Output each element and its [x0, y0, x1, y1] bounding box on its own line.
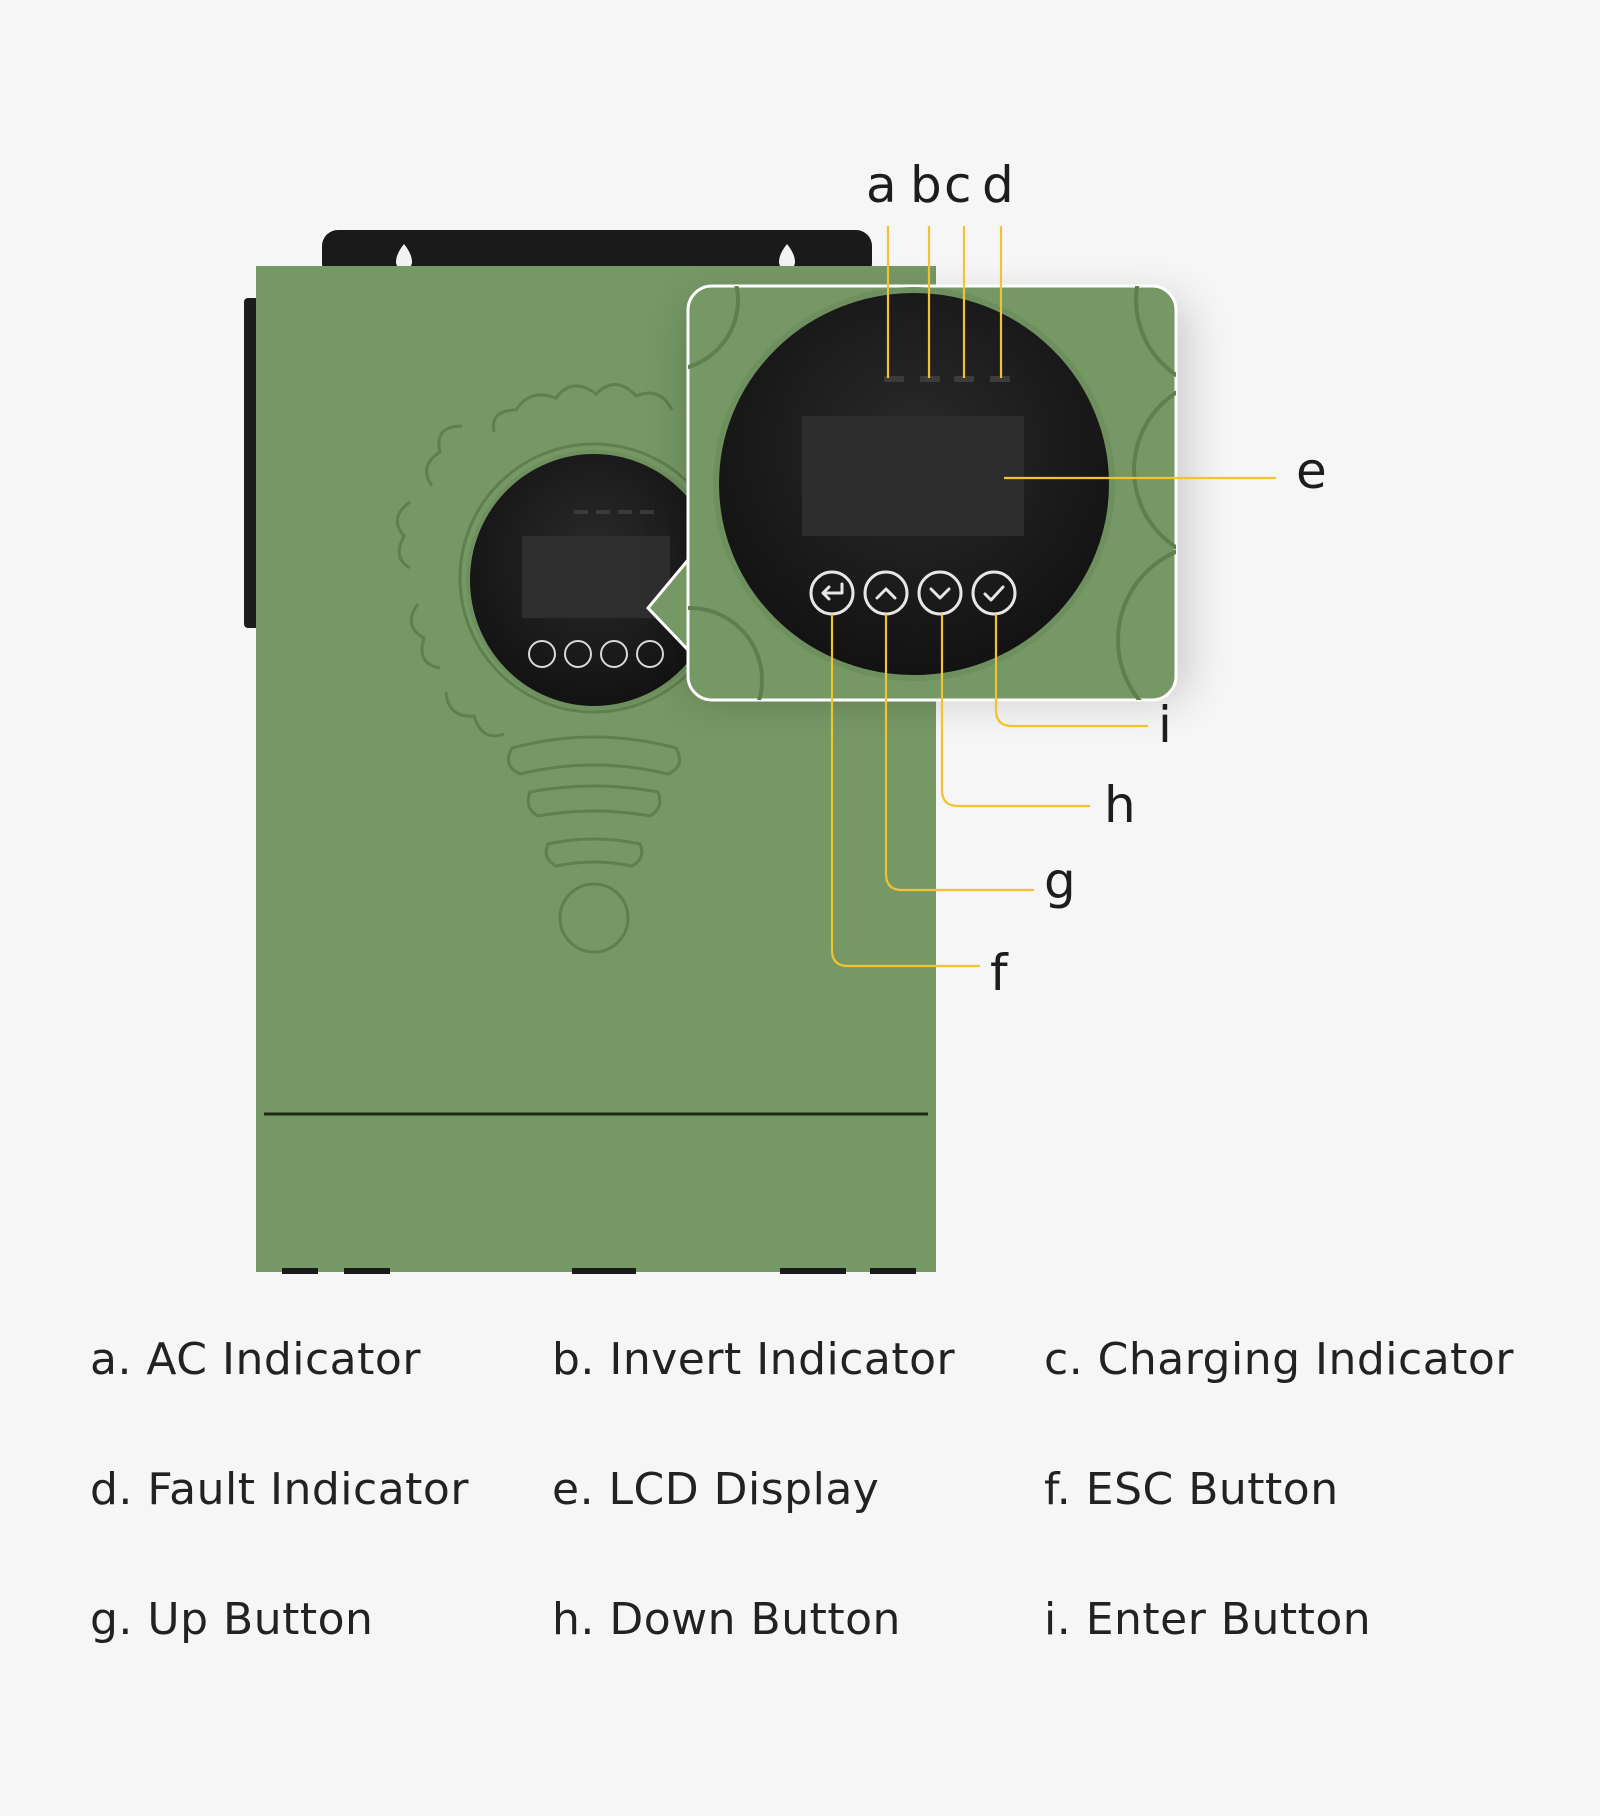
- mounting-hole-left: [396, 244, 412, 270]
- leader-g: [884, 614, 1034, 892]
- callout-c: c: [944, 156, 972, 214]
- indicator-led-charging: [954, 376, 974, 382]
- callout-f: f: [990, 944, 1009, 1002]
- legend-item-charging-indicator: c. Charging Indicator: [1044, 1334, 1514, 1385]
- indicator-led-invert: [920, 376, 940, 382]
- legend-item-invert-indicator: b. Invert Indicator: [552, 1334, 956, 1385]
- enter-button[interactable]: [971, 570, 1017, 616]
- legend-item-up-button: g. Up Button: [90, 1594, 374, 1645]
- foot: [572, 1268, 636, 1274]
- legend-item-esc-button: f. ESC Button: [1044, 1464, 1339, 1515]
- legend-item-lcd-display: e. LCD Display: [552, 1464, 880, 1515]
- callout-i: i: [1158, 696, 1172, 754]
- callout-d: d: [982, 156, 1014, 214]
- foot: [344, 1268, 390, 1274]
- small-control-panel: [466, 450, 722, 710]
- callout-b: b: [910, 156, 942, 214]
- zoom-inset: [645, 284, 1188, 702]
- legend-item-ac-indicator: a. AC Indicator: [90, 1334, 421, 1385]
- callout-g: g: [1044, 852, 1076, 910]
- mounting-hole-right: [779, 244, 795, 270]
- indicator-led-ac: [884, 376, 904, 382]
- return-icon: [821, 582, 844, 601]
- leader-f: [830, 614, 980, 968]
- foot: [780, 1268, 846, 1274]
- legend-item-fault-indicator: d. Fault Indicator: [90, 1464, 469, 1515]
- chevron-down-icon: [929, 587, 951, 600]
- leader-i: [994, 614, 1148, 728]
- lcd-display: [802, 416, 1024, 536]
- callout-h: h: [1104, 776, 1136, 834]
- legend-item-down-button: h. Down Button: [552, 1594, 901, 1645]
- callout-a: a: [866, 156, 897, 214]
- foot: [282, 1268, 318, 1274]
- checkmark-icon: [983, 585, 1005, 602]
- callout-letters: a b c d e i h g f: [866, 156, 1327, 1002]
- indicator-led-fault: [990, 376, 1010, 382]
- legend-item-enter-button: i. Enter Button: [1044, 1594, 1372, 1645]
- large-control-panel: [713, 287, 1115, 681]
- sun-bulb-emboss: [395, 383, 730, 954]
- callout-e: e: [1296, 442, 1327, 500]
- foot: [870, 1268, 916, 1274]
- chevron-up-icon: [875, 587, 897, 600]
- down-button[interactable]: [917, 570, 963, 616]
- leader-lines: [830, 226, 1276, 968]
- leader-h: [940, 614, 1090, 808]
